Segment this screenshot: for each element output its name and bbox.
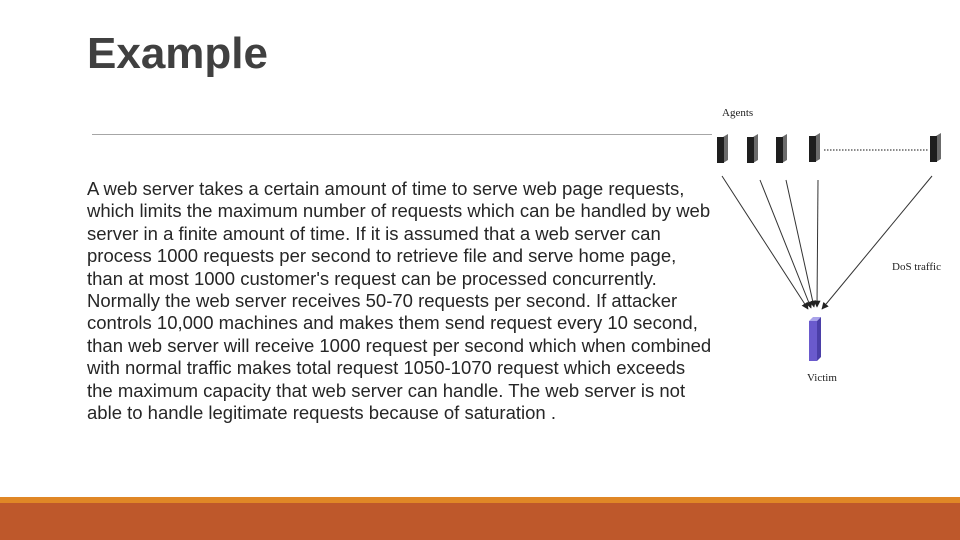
agents-label: Agents <box>722 107 753 119</box>
agent-machine-5 <box>930 133 941 162</box>
footer-bar <box>0 503 960 540</box>
footer-accent-stripe <box>0 497 960 503</box>
dos-traffic-label: DoS traffic <box>892 261 941 273</box>
victim-server <box>809 317 821 361</box>
agent-machine-4 <box>809 133 820 162</box>
slide-title: Example <box>87 29 268 78</box>
agent-machine-2 <box>747 134 758 163</box>
title-divider <box>92 134 712 135</box>
slide-body-text: A web server takes a certain amount of t… <box>87 178 712 424</box>
dos-attack-diagram: Agents DoS traffic Victim <box>717 107 941 384</box>
agent-machine-1 <box>717 134 728 163</box>
dos-traffic-arrows <box>721 175 933 310</box>
victim-label: Victim <box>807 372 837 384</box>
agent-machine-3 <box>776 134 787 163</box>
